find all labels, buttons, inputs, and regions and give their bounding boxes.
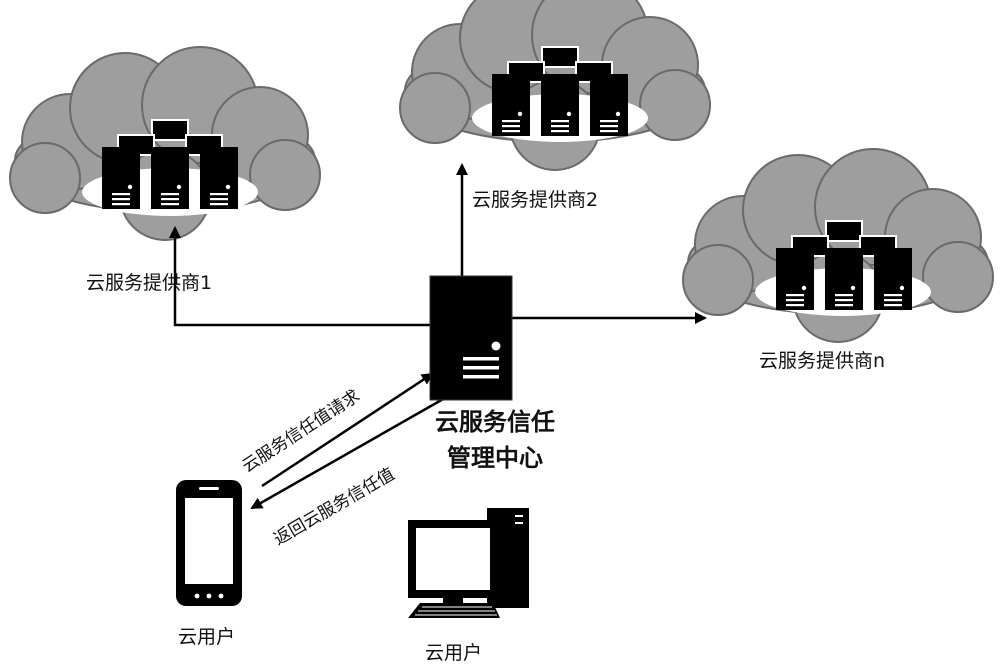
mobile-user-label: 云用户 [178,626,236,648]
connection-lines [169,163,707,510]
provider-2-label: 云服务提供商2 [472,189,599,211]
line-to-provider-1 [169,226,435,327]
cloud-provider-n [682,148,994,343]
desktop-computer-icon [408,508,529,618]
provider-n-label: 云服务提供商n [759,350,886,372]
mobile-phone-icon [176,480,242,606]
desktop-user-label: 云用户 [425,642,483,664]
trust-center-label-line2: 管理中心 [447,444,543,472]
provider-1-label: 云服务提供商1 [86,272,213,294]
trust-center-label: 云服务信任 管理中心 [400,404,590,476]
trust-center-server-icon [429,275,513,401]
cloud-provider-2 [399,0,711,171]
arrow-response [250,392,453,510]
cloud-provider-1 [9,46,321,241]
trust-center-label-line1: 云服务信任 [435,408,555,436]
arrow-request [261,372,434,488]
